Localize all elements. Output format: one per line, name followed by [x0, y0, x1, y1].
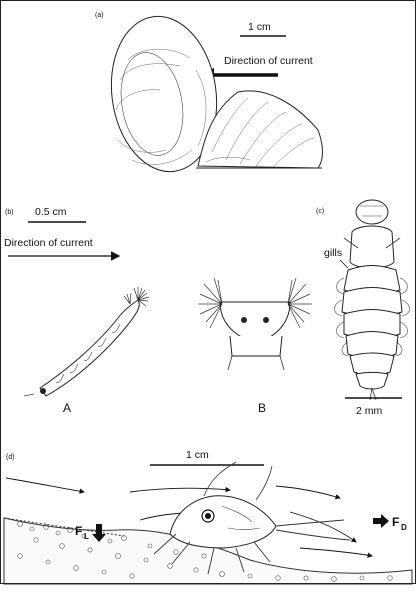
- figure-frame: [0, 0, 416, 584]
